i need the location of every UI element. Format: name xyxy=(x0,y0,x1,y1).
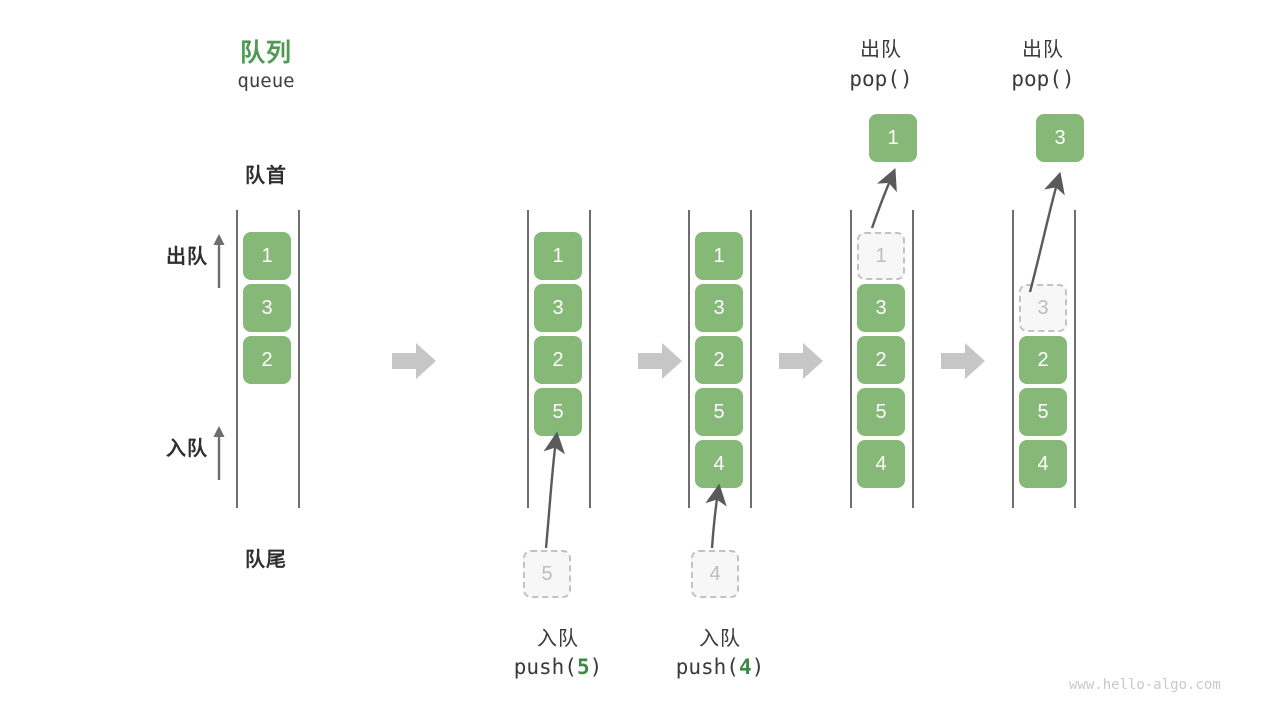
queue-head-label: 队首 xyxy=(245,165,287,187)
step-separator-arrow-icon xyxy=(638,341,682,381)
stage-caption-cn-push-5: 入队 xyxy=(537,628,579,650)
queue-cell: 5 xyxy=(857,388,905,436)
queue-rail-right-1 xyxy=(298,210,300,508)
stage-caption-cn-push-4: 入队 xyxy=(699,628,741,650)
step-separator-arrow-icon xyxy=(779,341,823,381)
push-argument: 5 xyxy=(576,655,590,679)
pop-1-motion-arrow xyxy=(870,168,897,229)
queue-cell-new: 5 xyxy=(534,388,582,436)
queue-cell: 5 xyxy=(1019,388,1067,436)
queue-cell: 4 xyxy=(1019,440,1067,488)
stage-caption-code-push-4: push(4) xyxy=(675,655,765,679)
queue-cell: 1 xyxy=(695,232,743,280)
enqueue-arrow-icon xyxy=(210,424,228,480)
queue-cell: 3 xyxy=(243,284,291,332)
queue-rail-left-2 xyxy=(527,210,529,508)
queue-cell: 3 xyxy=(857,284,905,332)
queue-cell-ghost-incoming: 5 xyxy=(523,550,571,598)
step-separator-arrow-icon xyxy=(392,341,436,381)
queue-rail-right-5 xyxy=(1074,210,1076,508)
popped-element: 3 xyxy=(1036,114,1084,162)
popped-element: 1 xyxy=(869,114,917,162)
stage-caption-cn-pop-3: 出队 xyxy=(1022,39,1064,61)
queue-cell: 2 xyxy=(857,336,905,384)
step-separator-arrow-icon xyxy=(941,341,985,381)
queue-cell: 2 xyxy=(695,336,743,384)
diagram-title-en: queue xyxy=(237,70,295,92)
queue-cell: 2 xyxy=(243,336,291,384)
queue-rail-left-3 xyxy=(688,210,690,508)
queue-cell-ghost-incoming: 4 xyxy=(691,550,739,598)
queue-cell: 4 xyxy=(857,440,905,488)
queue-rail-left-1 xyxy=(236,210,238,508)
queue-cell-new: 4 xyxy=(695,440,743,488)
push-5-motion-arrow xyxy=(543,431,565,549)
queue-rail-left-4 xyxy=(850,210,852,508)
push-argument: 4 xyxy=(738,655,752,679)
enqueue-direction-label: 入队 xyxy=(166,438,208,460)
pop-3-motion-arrow xyxy=(1028,171,1065,293)
queue-cell: 1 xyxy=(534,232,582,280)
dequeue-arrow-icon xyxy=(210,232,228,288)
queue-rail-right-4 xyxy=(912,210,914,508)
stage-caption-code-push-5: push(5) xyxy=(513,655,603,679)
push-4-motion-arrow xyxy=(705,483,727,549)
dequeue-direction-label: 出队 xyxy=(166,246,208,268)
queue-cell: 3 xyxy=(534,284,582,332)
site-watermark: www.hello-algo.com xyxy=(1069,677,1221,693)
stage-caption-code-pop-3: pop() xyxy=(1011,67,1075,91)
queue-rail-left-5 xyxy=(1012,210,1014,508)
queue-cell: 1 xyxy=(243,232,291,280)
diagram-title-cn: 队列 xyxy=(239,39,292,67)
queue-cell: 2 xyxy=(1019,336,1067,384)
stage-caption-cn-pop-1: 出队 xyxy=(860,39,902,61)
queue-rail-right-3 xyxy=(750,210,752,508)
queue-cell: 5 xyxy=(695,388,743,436)
stage-caption-code-pop-1: pop() xyxy=(849,67,913,91)
queue-cell: 2 xyxy=(534,336,582,384)
queue-cell-ghost-outgoing: 1 xyxy=(857,232,905,280)
queue-rail-right-2 xyxy=(589,210,591,508)
queue-tail-label: 队尾 xyxy=(245,549,287,571)
queue-cell-ghost-outgoing: 3 xyxy=(1019,284,1067,332)
queue-cell: 3 xyxy=(695,284,743,332)
